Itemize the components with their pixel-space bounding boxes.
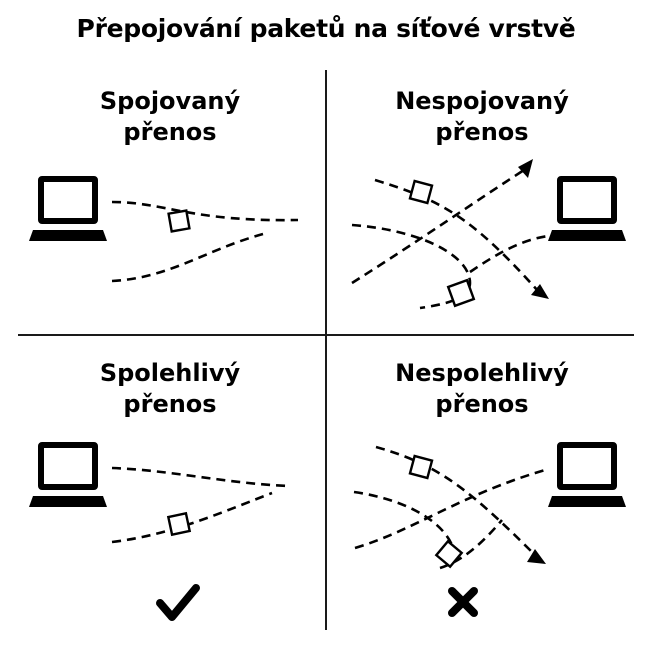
quadrant-title-line: přenos (435, 118, 529, 146)
laptop-icon (29, 442, 107, 507)
packet-icon (408, 454, 434, 480)
packet-icon (408, 179, 434, 205)
quadrant-title-connectionless: Nespojovaný přenos (352, 86, 612, 148)
cross-icon (448, 587, 478, 617)
packet-icon (167, 209, 191, 233)
quadrant-title-line: Spojovaný (99, 87, 241, 115)
connection-path-top (111, 200, 299, 222)
lossy-path-3 (354, 468, 546, 550)
quadrant-unreliable (353, 442, 626, 617)
quadrant-title-unreliable: Nespolehlivý přenos (352, 358, 612, 420)
quadrant-title-connection-oriented: Spojovaný přenos (40, 86, 300, 148)
datagram-path-4 (469, 234, 549, 274)
arrowhead-icon (518, 159, 533, 178)
arrowhead-icon (527, 549, 546, 564)
quadrant-title-line: Spolehlivý (99, 359, 241, 387)
reliable-path-bottom (111, 491, 273, 544)
quadrant-title-line: Nespolehlivý (395, 359, 569, 387)
quadrant-connectionless (351, 159, 626, 310)
datagram-path-2 (351, 223, 472, 310)
checkmark-icon (156, 584, 200, 621)
quadrant-title-line: přenos (123, 390, 217, 418)
quadrant-title-reliable: Spolehlivý přenos (40, 358, 300, 420)
datagram-path-1 (374, 178, 539, 292)
laptop-icon (548, 176, 626, 241)
lossy-path-1 (375, 445, 541, 561)
laptop-icon (29, 176, 107, 241)
quadrant-reliable (29, 442, 291, 621)
quadrant-title-line: přenos (123, 118, 217, 146)
quadrant-title-line: Nespojovaný (395, 87, 569, 115)
quadrant-title-line: přenos (435, 390, 529, 418)
arrowhead-icon (531, 284, 549, 299)
horizontal-divider (18, 334, 634, 336)
lossy-path-2 (353, 490, 457, 556)
datagram-path-3 (351, 168, 525, 285)
packet-icon (434, 539, 464, 569)
quadrant-connection-oriented (29, 176, 299, 283)
packet-icon (166, 511, 192, 537)
vertical-divider (325, 70, 327, 630)
connection-path-bottom (111, 232, 264, 283)
packet-icon (446, 278, 476, 308)
diagram-title: Přepojování paketů na síťové vrstvě (76, 14, 576, 43)
reliable-path-top (111, 466, 291, 488)
laptop-icon (548, 442, 626, 507)
